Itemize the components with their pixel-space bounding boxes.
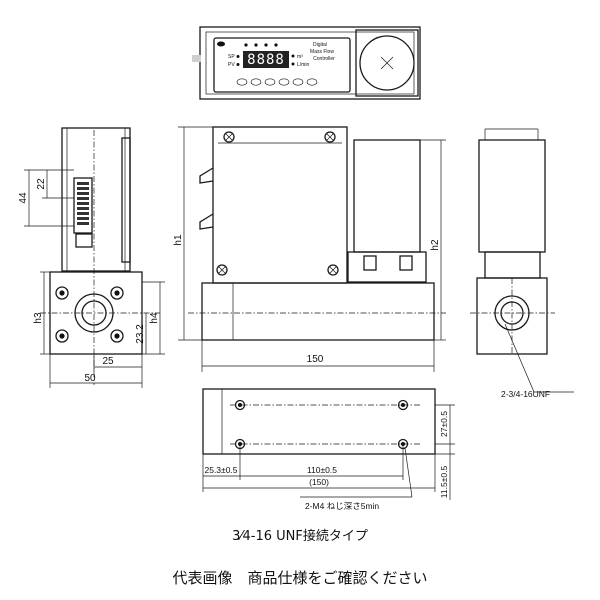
right-valve-cylinder <box>478 139 546 253</box>
display-panel <box>213 37 351 93</box>
led-display <box>243 51 289 68</box>
dim-25-3: 25.3±0.5 <box>204 465 237 475</box>
electronics-housing <box>212 126 348 284</box>
left-side-view: 22 44 h3 h4 23.2 25 50 <box>18 127 165 388</box>
connector-block <box>73 177 93 234</box>
unit-m3-label: m³ <box>297 54 303 60</box>
housing-screws <box>216 131 339 276</box>
valve-housing-top <box>355 29 419 97</box>
indicator-row <box>244 43 278 47</box>
unit-l-label: L/min <box>297 62 309 68</box>
bottom-view: 27±0.5 11.5±0.5 25.3±0.5 110±0.5 (150) 2… <box>202 388 455 511</box>
brand-logo <box>217 41 225 47</box>
left-bolts <box>55 286 124 343</box>
top-view: 8888 SP PV m³ L/min Digital Mass Flow Co… <box>192 26 421 100</box>
dim-22: 22 <box>36 178 47 190</box>
base-block <box>201 282 435 341</box>
front-view: h1 h2 150 <box>173 126 446 372</box>
top-view-body <box>199 26 421 100</box>
dim-44: 44 <box>18 192 29 204</box>
valve-base <box>347 251 427 283</box>
panel-title-3: Controller <box>313 56 335 62</box>
dim-27: 27±0.5 <box>439 411 449 437</box>
dim-150: 150 <box>307 354 324 365</box>
callout-unf: 2-3/4-16UNF <box>501 389 550 399</box>
dim-h3: h3 <box>33 312 44 324</box>
sp-label: SP <box>228 54 235 60</box>
dim-110: 110±0.5 <box>307 465 337 475</box>
dim-50: 50 <box>84 373 96 384</box>
led-digits: 8888 <box>247 52 285 68</box>
dim-25: 25 <box>102 356 114 367</box>
left-upper-housing <box>61 127 131 272</box>
callout-m4: 2-M4 ねじ深さ5min <box>305 501 379 511</box>
right-side-view: 2-3/4-16UNF <box>470 128 574 399</box>
connector-pins <box>77 182 89 225</box>
caption: 代表画像 商品仕様をご確認ください <box>172 569 427 587</box>
dim-h1: h1 <box>173 234 184 246</box>
valve-knob <box>359 35 415 91</box>
bottom-holes <box>234 399 409 450</box>
dim-150-ref: (150) <box>309 477 329 487</box>
panel-title-2: Mass Flow <box>310 49 334 55</box>
dim-h4: h4 <box>149 312 160 324</box>
bottom-block <box>202 388 436 455</box>
housing-clip-lower <box>199 213 214 230</box>
diagram-title: 3⁄4-16 UNF接続タイプ <box>232 528 368 544</box>
dim-11-5: 11.5±0.5 <box>439 466 449 499</box>
valve-cylinder <box>353 139 421 253</box>
pv-label: PV <box>228 62 235 68</box>
panel-title-1: Digital <box>313 42 327 48</box>
panel-buttons <box>236 78 318 86</box>
top-view-fitting <box>192 55 201 62</box>
right-valve-base <box>484 251 541 279</box>
left-lower-block <box>49 271 143 355</box>
dim-h2: h2 <box>430 239 441 251</box>
housing-clip-upper <box>199 167 214 184</box>
dim-23-2: 23.2 <box>135 324 146 344</box>
